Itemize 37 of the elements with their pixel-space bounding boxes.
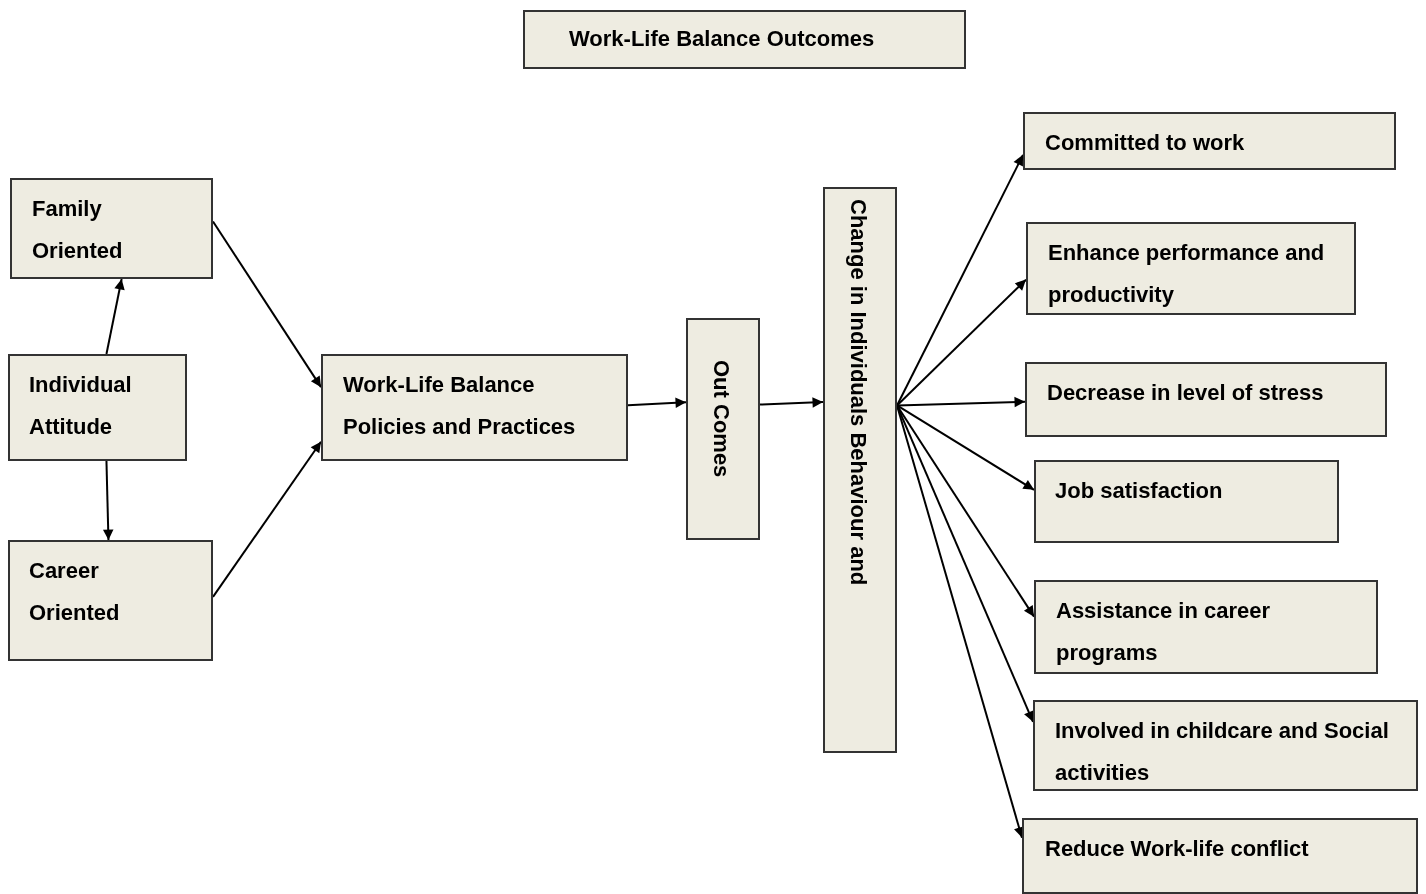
process-box <box>8 354 187 461</box>
box-label: Change in Individuals Behaviour and <box>845 199 872 586</box>
arrow <box>627 397 687 409</box>
box-label: Decrease in level of stress <box>1047 379 1325 407</box>
process-box <box>1022 818 1418 894</box>
process-box <box>1023 112 1396 170</box>
box-label: Enhance performance and productivity <box>1048 239 1326 309</box>
arrow <box>896 396 1026 408</box>
box-label: Involved in childcare and Social activities <box>1055 717 1390 787</box>
box-label: Job satisfaction <box>1055 477 1224 505</box>
arrow <box>212 440 322 598</box>
process-box <box>321 354 628 461</box>
box-label: Individual Attitude <box>29 371 133 441</box>
arrow <box>759 397 824 408</box>
process-box <box>8 540 213 661</box>
box-label: Reduce Work-life conflict <box>1045 835 1310 863</box>
process-box <box>1026 222 1356 315</box>
process-box <box>1034 580 1378 674</box>
arrow <box>896 404 1035 491</box>
process-box <box>686 318 760 540</box>
process-box <box>10 178 213 279</box>
box-label: Family Oriented <box>32 195 124 265</box>
process-box <box>1025 362 1387 437</box>
process-box <box>1033 700 1418 791</box>
box-label: Work-Life Balance Policies and Practices <box>343 371 577 441</box>
title-box <box>523 10 966 69</box>
process-box <box>1034 460 1339 543</box>
arrow <box>102 460 114 541</box>
box-label: Committed to work <box>1045 129 1246 157</box>
process-box <box>823 187 897 753</box>
arrow <box>212 220 322 389</box>
box-label: Out Comes <box>708 360 735 478</box>
box-label: Career Oriented <box>29 557 121 627</box>
arrow <box>105 278 125 355</box>
box-label: Work-Life Balance Outcomes <box>569 25 876 53</box>
arrow <box>896 278 1027 407</box>
box-label: Assistance in career programs <box>1056 597 1272 667</box>
